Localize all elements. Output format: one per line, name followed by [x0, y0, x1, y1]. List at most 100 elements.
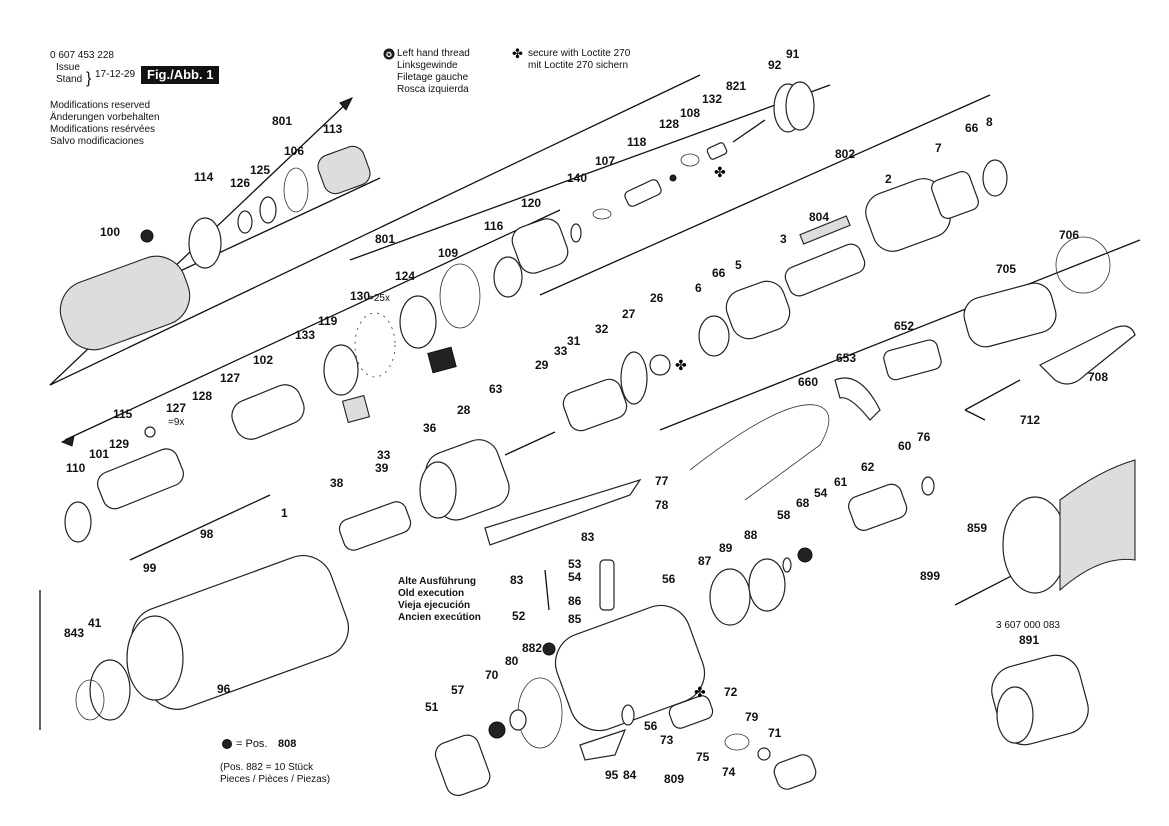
part-label: 126 [230, 176, 250, 190]
part-110-ring [64, 501, 92, 543]
part-53-stem [599, 559, 615, 611]
part-label: 843 [64, 626, 84, 640]
part-label: 3 [780, 232, 787, 246]
part-132-plug [706, 142, 728, 160]
part-125-washer [259, 196, 277, 224]
part-label: 91 [786, 47, 800, 61]
left-thread-en: Left hand thread [397, 48, 470, 59]
old-execution-en: Old execution [398, 588, 465, 599]
issue-date: 17-12-29 [95, 69, 136, 80]
part-label: 61 [834, 475, 848, 489]
part-51-cover [434, 734, 491, 797]
part-26-pinion [649, 354, 671, 376]
part-label: 107 [595, 154, 615, 168]
left-thread-star-icon: ✪ [386, 51, 392, 59]
part-41-nut [89, 659, 131, 721]
line-right-mid [659, 239, 1141, 431]
line-lower-mid [129, 494, 271, 561]
part-89-ring [709, 568, 751, 626]
modifications-en: Modifications reserved [50, 100, 151, 111]
part-label: 51 [425, 700, 439, 714]
loctite-26-icon: ✤ [675, 357, 687, 373]
part-63-pin [504, 431, 556, 456]
part-83-rod [544, 569, 550, 611]
part-label: 79 [745, 710, 759, 724]
part-804-blade [799, 215, 851, 245]
part-99-housing-end [126, 615, 184, 701]
part-108-spring [680, 153, 700, 167]
part-label: 98 [200, 527, 214, 541]
part-label: 70 [485, 668, 499, 682]
part-126-clip [237, 210, 253, 234]
line-upper-mid [49, 74, 701, 386]
part-label: 705 [996, 262, 1016, 276]
part-label: 113 [323, 122, 343, 136]
part-29-carrier [562, 378, 628, 432]
part-label: 57 [451, 683, 465, 697]
part-899-hose [1059, 459, 1136, 592]
left-thread-de: Linksgewinde [397, 60, 458, 71]
part-label: 85 [568, 612, 582, 626]
part-label: 6 [695, 281, 702, 295]
part-label: 119 [318, 314, 338, 328]
loctite-de: mit Loctite 270 sichern [528, 60, 629, 71]
part-label: 41 [88, 616, 102, 630]
part-label: 106 [284, 144, 304, 158]
loctite-clover-icon: ✤ [512, 46, 523, 61]
part-label: 75 [696, 750, 710, 764]
part-label: 115 [113, 407, 133, 421]
part-133-wedge [341, 394, 371, 424]
part-label: 100 [100, 225, 120, 239]
part-119-ring [323, 344, 359, 396]
part-label: 92 [768, 58, 782, 72]
part-label: 29 [535, 358, 549, 372]
part-660-wire [689, 404, 830, 501]
part-label: 72 [724, 685, 738, 699]
modifications-fr: Modifications resérvées [50, 124, 156, 135]
legend-symbols: ✪ ✤ [222, 46, 523, 749]
part-106-spring [283, 167, 309, 213]
pos-dot-icon [222, 739, 232, 749]
modifications-note: Modifications reserved Änderungen vorbeh… [50, 100, 160, 148]
part-label: 127 [166, 401, 186, 415]
part-36-bearing [419, 461, 457, 519]
left-thread-symbol-icon [383, 48, 395, 60]
loctite-legend: secure with Loctite 270 mit Loctite 270 … [528, 48, 630, 72]
part-7-plate [931, 171, 979, 219]
part-label: 54 [814, 486, 828, 500]
part-652-fitting [883, 339, 942, 381]
part-label: 56 [662, 572, 676, 586]
part-label: 86 [568, 594, 582, 608]
left-thread-fr: Filetage gauche [397, 72, 469, 83]
part-74-spring [724, 733, 750, 751]
part-label: 28 [457, 403, 471, 417]
part-706-spring [1055, 236, 1111, 294]
part-label: 26 [650, 291, 664, 305]
part-102-rotor-shaft [231, 384, 305, 440]
part-label: 801 [375, 232, 395, 246]
part-label: 76 [917, 430, 931, 444]
part-label: 706 [1059, 228, 1079, 242]
part-label: 802 [835, 147, 855, 161]
part-label: 63 [489, 382, 503, 396]
old-execution-fr: Ancien execútion [398, 612, 481, 623]
part-label: 5 [735, 258, 742, 272]
part-38-spindle [338, 501, 412, 551]
part-label: 8 [986, 115, 993, 129]
part-label: 116 [484, 219, 504, 233]
pos-note-line2: Pieces / Pièces / Piezas) [220, 774, 331, 785]
stand-label: Stand [56, 74, 83, 85]
part-label: 712 [1020, 413, 1040, 427]
loctite-108-icon: ✤ [714, 164, 726, 180]
part-116-ring [493, 256, 523, 298]
part-label: 60 [898, 439, 912, 453]
part-label: 708 [1088, 370, 1108, 384]
part-653-clip [834, 377, 881, 421]
part-label: 660 [798, 375, 818, 389]
part-label: 1 [281, 506, 288, 520]
accessory-number: 3 607 000 083 [996, 620, 1060, 631]
part-56-valve-insert [668, 695, 714, 729]
part-68-ball [797, 547, 813, 563]
part-821-rod [732, 119, 766, 143]
